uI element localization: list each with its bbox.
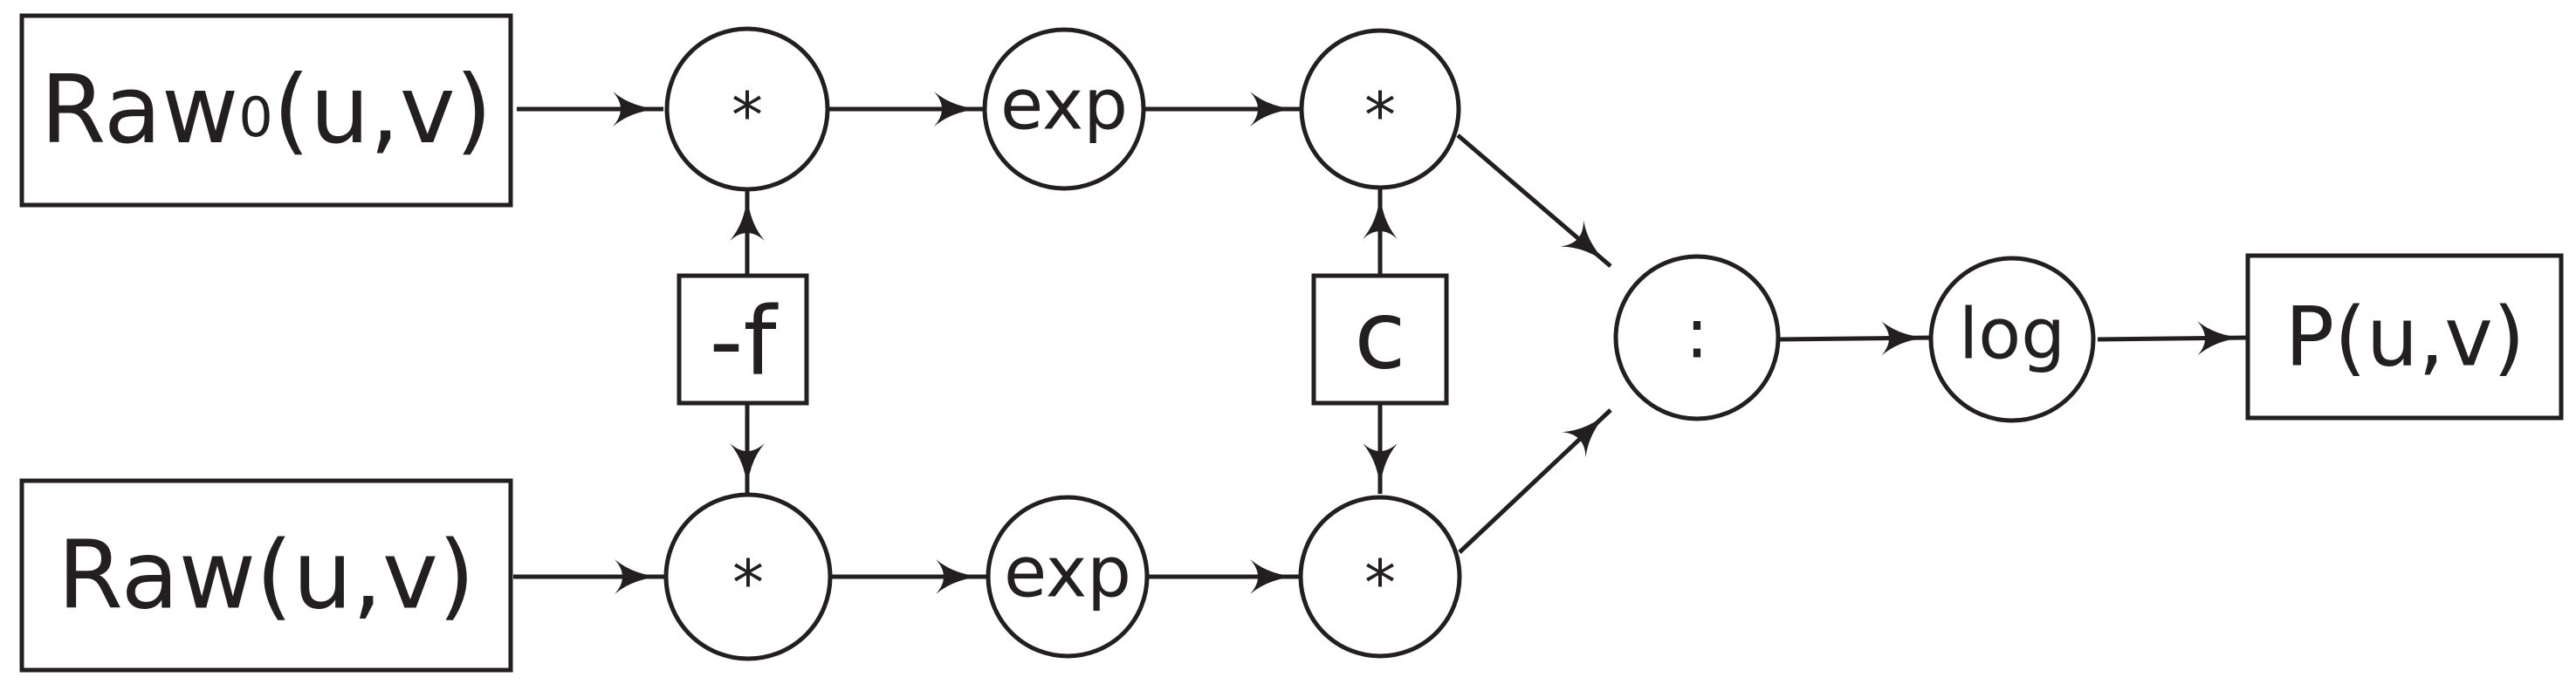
- operator-multiply-bottom-1: *: [663, 492, 833, 661]
- edge-log-to-output: [2097, 320, 2250, 356]
- edge-multiply-top-2-to-divide: [1456, 133, 1612, 268]
- input-label-reference: Raw0(u,v): [40, 56, 492, 165]
- operator-label-exp-top: exp: [1000, 65, 1128, 146]
- parameter-label-exponent: -f: [710, 288, 780, 397]
- operator-label-log: log: [1959, 294, 2065, 375]
- operator-label-exp-bottom: exp: [1004, 532, 1131, 613]
- operator-exp-top: exp: [982, 27, 1146, 191]
- input-box-measured: Raw(u,v): [19, 478, 513, 673]
- operator-divide: :: [1613, 254, 1781, 421]
- parameter-label-scale: c: [1354, 282, 1405, 391]
- operator-label-divide: :: [1686, 293, 1709, 374]
- operator-exp-bottom: exp: [986, 495, 1150, 659]
- parameter-box-scale: c: [1311, 273, 1449, 406]
- operator-multiply-top-1: *: [664, 26, 830, 192]
- operator-multiply-top-2: *: [1299, 28, 1461, 190]
- edge-divide-to-log: [1778, 320, 1934, 356]
- parameter-box-exponent: -f: [677, 273, 809, 406]
- operator-multiply-bottom-2: *: [1298, 495, 1462, 659]
- operator-label-multiply-top-2: *: [1364, 79, 1396, 152]
- input-box-reference: Raw0(u,v): [19, 13, 513, 208]
- operator-label-multiply-top-1: *: [732, 79, 763, 152]
- input-label-measured: Raw(u,v): [58, 522, 475, 631]
- output-box: P(u,v): [2245, 253, 2564, 421]
- output-label: P(u,v): [2284, 291, 2524, 386]
- operator-label-multiply-bottom-2: *: [1364, 546, 1396, 619]
- edges: [513, 92, 2250, 594]
- operator-log: log: [1928, 256, 2096, 423]
- operator-label-multiply-bottom-1: *: [732, 546, 764, 619]
- edge-multiply-bottom-2-to-divide: [1458, 408, 1612, 554]
